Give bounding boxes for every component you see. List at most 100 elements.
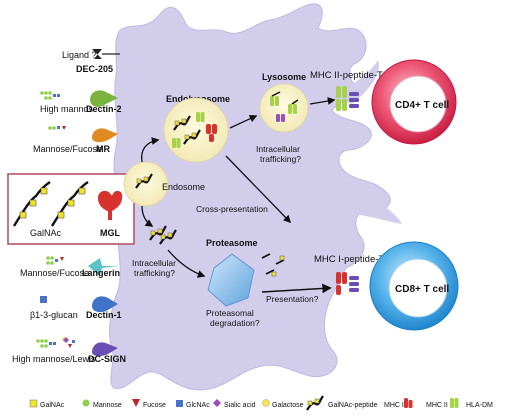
fucose-legend-icon [132,399,140,407]
lysosome-label: Lysosome [262,72,306,82]
proteasomal-degradation-label-1: Proteasomal [206,308,254,318]
dec205-ligand-label: Ligand ? [62,50,97,60]
proteasome-label: Proteasome [206,238,258,248]
peptide-fragments [261,253,285,277]
legend-galnac-peptide: GalNAc-peptide [328,402,378,409]
mhc2-legend-icon [450,398,459,408]
mhc2-peptide-icon [270,91,299,122]
presentation-label: Presentation? [266,294,319,304]
proteasome-icon [207,253,255,307]
dectin1-receptor: β1-3-glucan Dectin-1 [30,296,122,320]
arrow-to-proteasome [167,249,206,278]
hla-dm-icon [206,124,217,142]
proteasomal-degradation-label-2: degradation? [210,318,260,328]
sialic-acid-legend-icon [213,399,221,407]
dectin2-label: Dectin-2 [86,104,122,114]
cell-process-right-mid [340,196,402,224]
arrow-endosome-to-cytosol [141,205,154,227]
glcnac-legend-icon [176,400,183,407]
trafficking-left-label-2: trafficking? [134,268,175,278]
mhc1-tcr-label: MHC I-peptide-TCR [314,254,398,265]
arrow-presentation [261,283,332,294]
proteasome: Proteasome Proteasomal degradation? [206,238,260,328]
cd8-t-cell: CD8+ T cell [369,241,459,331]
mr-label: MR [96,144,110,154]
mannose-legend-icon [82,399,90,407]
langerin-label: Langerin [82,268,120,278]
arrow-endosome-to-endolysosome [140,137,160,163]
legend-glcnac: GlcNAc [186,402,210,409]
galnac-legend-icon [29,399,38,408]
endosome-vesicle [123,161,169,207]
legend-galnac: GalNAc [40,402,65,409]
endosome: Endosome [123,161,205,207]
galnac-peptide-legend-icon [305,394,325,412]
trafficking-top-label-2: trafficking? [260,154,301,164]
mhc1-legend-icon [404,398,413,408]
mhc2-surface-icon [336,86,347,111]
mgl-label: MGL [100,228,120,238]
langerin-receptor: Mannose/Fucose Langerin [20,256,120,278]
dec205-receptor: Ligand ? DEC-205 [62,49,120,74]
dcsign-label: DC-SIGN [88,354,126,364]
lysosome-vesicle [259,83,309,133]
legend-mannose: Mannose [93,402,122,409]
dcsign-receptor: High mannose/Lewis DC-SIGN [12,337,126,364]
mhc1-tcr-complex: MHC I-peptide-TCR [314,254,398,295]
lysosome: Lysosome [259,72,309,133]
galactose-legend-icon [262,399,270,407]
langerin-glycan-icon [46,256,64,265]
mr-ligand-label: Mannose/Fucose [33,144,102,154]
dectin1-icon [92,296,118,313]
galnac-peptide-large-icon [12,181,89,227]
cd4-t-cell-label: CD4+ T cell [395,100,449,111]
tcr-icon [349,92,359,108]
legend-galactose: Galactose [272,402,304,409]
dectin1-label: Dectin-1 [86,310,122,320]
legend: GalNAc Mannose Fucose GlcNAc Sialic acid… [29,394,493,412]
dectin2-ligand-label: High mannos [40,104,94,114]
dectin2-receptor: High mannos Dectin-2 [40,90,122,114]
endolysosome-vesicle [163,97,229,163]
dec205-icon [92,49,120,59]
pathway-arrows [140,97,336,294]
legend-mhc2: MHC II [426,402,448,409]
cd8-t-cell-nucleus [388,258,448,318]
cd4-t-cell: CD4+ T cell [371,59,457,145]
mgl-ligand-label: GalNAc [30,228,62,238]
arrow-endolysosome-to-lysosome [229,115,258,129]
legend-sialic: Sialic acid [224,402,256,409]
legend-fucose: Fucose [143,402,166,409]
mgl-icon [98,190,123,212]
cd4-t-cell-nucleus [389,75,447,133]
mhc2-tcr-complex: MHC II-peptide-TCR [310,70,397,111]
dec205-label: DEC-205 [76,64,113,74]
legend-mhc1: MHC I [384,402,404,409]
mr-receptor: Mannose/Fucose MR [33,126,118,154]
mgl-receptor: GalNAc MGL [7,173,135,245]
cd8-t-cell-label: CD8+ T cell [395,284,449,295]
high-mannose-glycan-icon [40,91,60,100]
legend-hladm: HLA-DM [466,402,493,409]
dcsign-ligand-label: High mannose/Lewis [12,354,96,364]
endosome-label: Endosome [162,182,205,192]
tcr-icon [349,276,359,292]
arrow-endolysosome-cross-presentation [225,155,292,224]
langerin-icon [88,258,118,276]
dectin2-icon [90,90,118,107]
langerin-ligand-label: Mannose/Fucose [20,268,89,278]
mannose-fucose-glycan-icon [48,126,66,130]
cross-presentation-label: Cross-presentation [196,204,268,214]
high-mannose-lewis-glycan-icon [36,337,75,348]
mr-icon [92,128,118,143]
mhc1-surface-icon [336,272,347,295]
endolysosome: Endolysosome [163,94,230,163]
glucan-icon [40,296,47,303]
mhc2-tcr-label: MHC II-peptide-TCR [310,70,397,81]
trafficking-top-label-1: Intracellular [256,144,300,154]
trafficking-left-label-1: Intracellular [132,258,176,268]
dectin1-ligand-label: β1-3-glucan [30,310,78,320]
arrow-lysosome-to-mhc2 [309,97,336,105]
dcsign-icon [92,342,118,357]
